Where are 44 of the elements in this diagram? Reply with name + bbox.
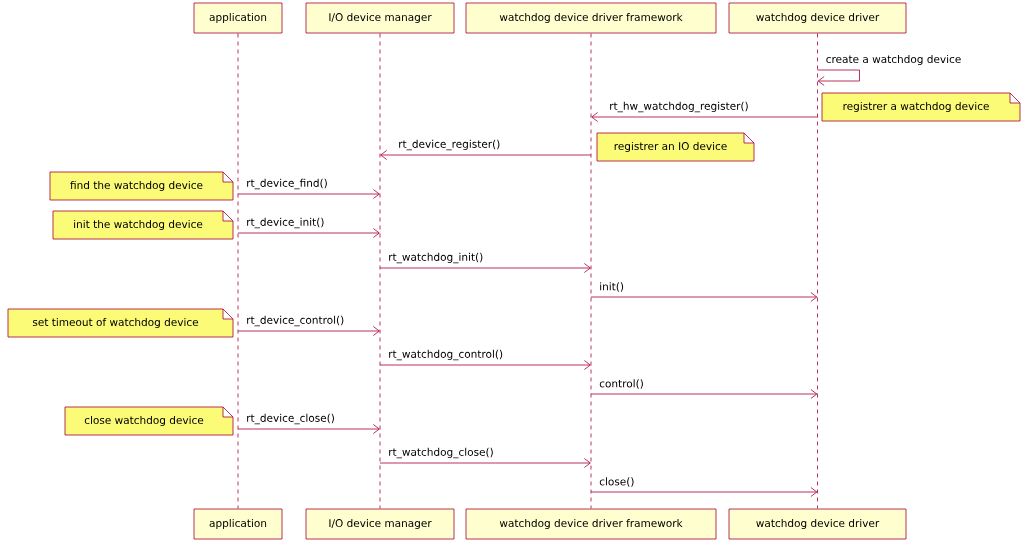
message-arrow xyxy=(237,228,380,238)
participant-box: I/O device manager xyxy=(305,508,455,540)
note: init the watchdog device xyxy=(52,210,234,240)
message-arrow xyxy=(237,326,380,336)
message-label: rt_watchdog_close() xyxy=(387,446,495,460)
message-arrow xyxy=(380,150,592,160)
message-label: rt_device_find() xyxy=(245,177,329,191)
message-label: close() xyxy=(598,476,636,488)
message-label: rt_device_register() xyxy=(397,138,502,152)
message-arrow xyxy=(237,424,380,434)
message-label: rt_watchdog_init() xyxy=(387,251,485,265)
note: set timeout of watchdog device xyxy=(7,308,234,338)
note: registrer an IO device xyxy=(596,132,755,162)
participant-box: watchdog device driver xyxy=(728,508,907,540)
message-arrow xyxy=(379,263,591,273)
message-label: init() xyxy=(598,281,625,293)
message-arrow xyxy=(379,360,591,370)
message-arrow xyxy=(591,112,818,122)
lifeline xyxy=(590,33,592,509)
participant-box: I/O device manager xyxy=(305,2,455,34)
message-label: rt_device_control() xyxy=(245,314,346,328)
participant-box: application xyxy=(193,2,283,34)
lifeline xyxy=(817,33,818,509)
participant-box: watchdog device driver framework xyxy=(465,508,717,540)
participant-box: watchdog device driver xyxy=(728,2,907,34)
participant-box: watchdog device driver framework xyxy=(465,2,717,34)
message-arrow xyxy=(817,69,860,86)
lifeline xyxy=(237,33,239,509)
message-arrow xyxy=(237,189,380,199)
note: registrer a watchdog device xyxy=(821,92,1021,122)
note: close watchdog device xyxy=(64,406,234,436)
message-label: rt_watchdog_control() xyxy=(387,348,505,362)
message-label: create a watchdog device xyxy=(824,53,963,67)
lifeline xyxy=(379,33,381,509)
message-arrow xyxy=(590,389,818,399)
participant-box: application xyxy=(193,508,283,540)
message-label: control() xyxy=(598,378,645,390)
message-label: rt_hw_watchdog_register() xyxy=(608,100,750,114)
message-label: rt_device_init() xyxy=(245,216,326,230)
message-arrow xyxy=(590,292,818,302)
message-label: rt_device_close() xyxy=(245,412,336,426)
note: find the watchdog device xyxy=(49,171,234,201)
message-arrow xyxy=(590,487,818,497)
message-arrow xyxy=(379,458,591,468)
